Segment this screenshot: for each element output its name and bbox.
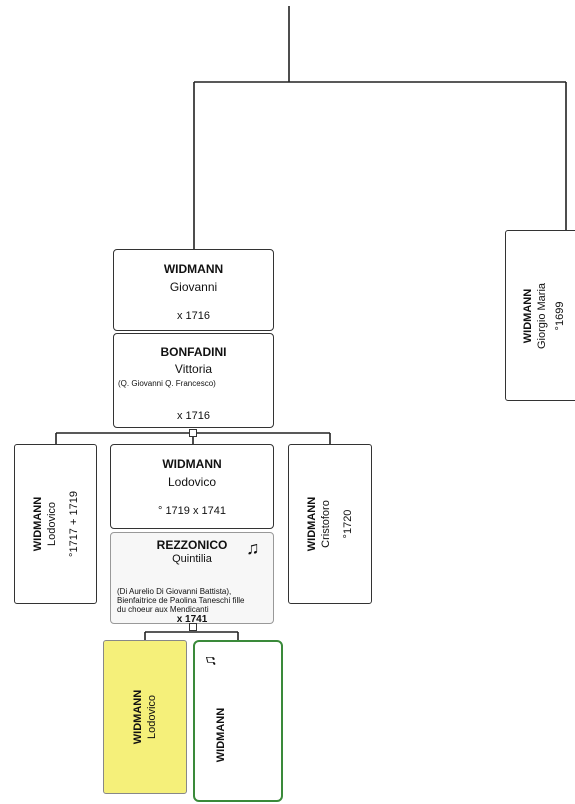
given-name: Giorgio Maria: [536, 282, 548, 349]
surname: WIDMANN: [132, 689, 144, 745]
rotated-label: WIDMANN Lodovico: [131, 690, 159, 744]
rotated-label: WIDMANN Giorgio Maria °1699: [521, 282, 567, 348]
union-connector: [189, 623, 197, 631]
person-box-giorgio-maria-widmann[interactable]: WIDMANN Giorgio Maria °1699: [505, 230, 575, 401]
person-box-vittoria-bonfadini[interactable]: BONFADINI Vittoria (Q. Giovanni Q. Franc…: [113, 333, 274, 428]
event-date: °1699: [554, 301, 566, 330]
given-name: Lodovico: [146, 694, 158, 740]
event-date: °1720: [342, 509, 354, 539]
surname: WIDMANN: [31, 496, 44, 552]
surname: REZZONICO: [156, 538, 228, 552]
person-box-lodovico-1719[interactable]: WIDMANN Lodovico ° 1719 x 1741: [110, 444, 274, 529]
person-box-lodovico-1717[interactable]: WIDMANN Lodovico °1717 + 1719: [14, 444, 97, 604]
given-name: Cristoforo: [320, 500, 332, 548]
event-date: ° 1719 x 1741: [157, 505, 226, 517]
note-line-3: du choeur aux Mendicanti: [117, 605, 209, 614]
note-line-2: Bienfaitrice de Paolina Taneschi fille: [117, 596, 245, 605]
given-name: Vittoria: [174, 362, 213, 376]
given-name: Quintilia: [172, 553, 212, 565]
person-box-giovanni-widmann[interactable]: WIDMANN Giovanni x 1716: [113, 249, 274, 331]
event-date: °1717 + 1719: [67, 491, 80, 557]
person-box-child-widmann[interactable]: WIDMANN ♫: [193, 640, 283, 802]
note-line-1: (Di Aurelio Di Giovanni Battista),: [117, 587, 232, 596]
music-note-icon: ♫: [202, 655, 219, 667]
rotated-label: WIDMANN Cristoforo °1720: [305, 497, 355, 551]
surname: WIDMANN: [162, 457, 222, 471]
person-box-cristoforo-widmann[interactable]: WIDMANN Cristoforo °1720: [288, 444, 372, 604]
parentage-note: (Q. Giovanni Q. Francesco): [118, 379, 216, 388]
rotated-label: WIDMANN Lodovico °1717 + 1719: [31, 491, 81, 557]
surname: WIDMANN: [522, 288, 534, 343]
music-note-icon: ♫: [246, 538, 260, 558]
union-connector: [189, 429, 197, 437]
event-date: x 1716: [176, 310, 211, 322]
surname: WIDMANN: [163, 262, 224, 276]
surname: WIDMANN: [215, 707, 227, 763]
person-box-quintilia-rezzonico[interactable]: REZZONICO Quintilia (Di Aurelio Di Giova…: [110, 532, 274, 625]
rotated-label: WIDMANN: [214, 708, 228, 762]
event-date: x 1741: [176, 614, 208, 625]
event-date: x 1716: [176, 410, 211, 422]
surname: WIDMANN: [306, 496, 318, 552]
given-name: Lodovico: [167, 475, 217, 489]
given-name: Giovanni: [169, 280, 218, 294]
given-name: Lodovico: [45, 501, 58, 547]
person-box-child-lodovico[interactable]: WIDMANN Lodovico: [103, 640, 187, 794]
surname: BONFADINI: [160, 345, 227, 359]
